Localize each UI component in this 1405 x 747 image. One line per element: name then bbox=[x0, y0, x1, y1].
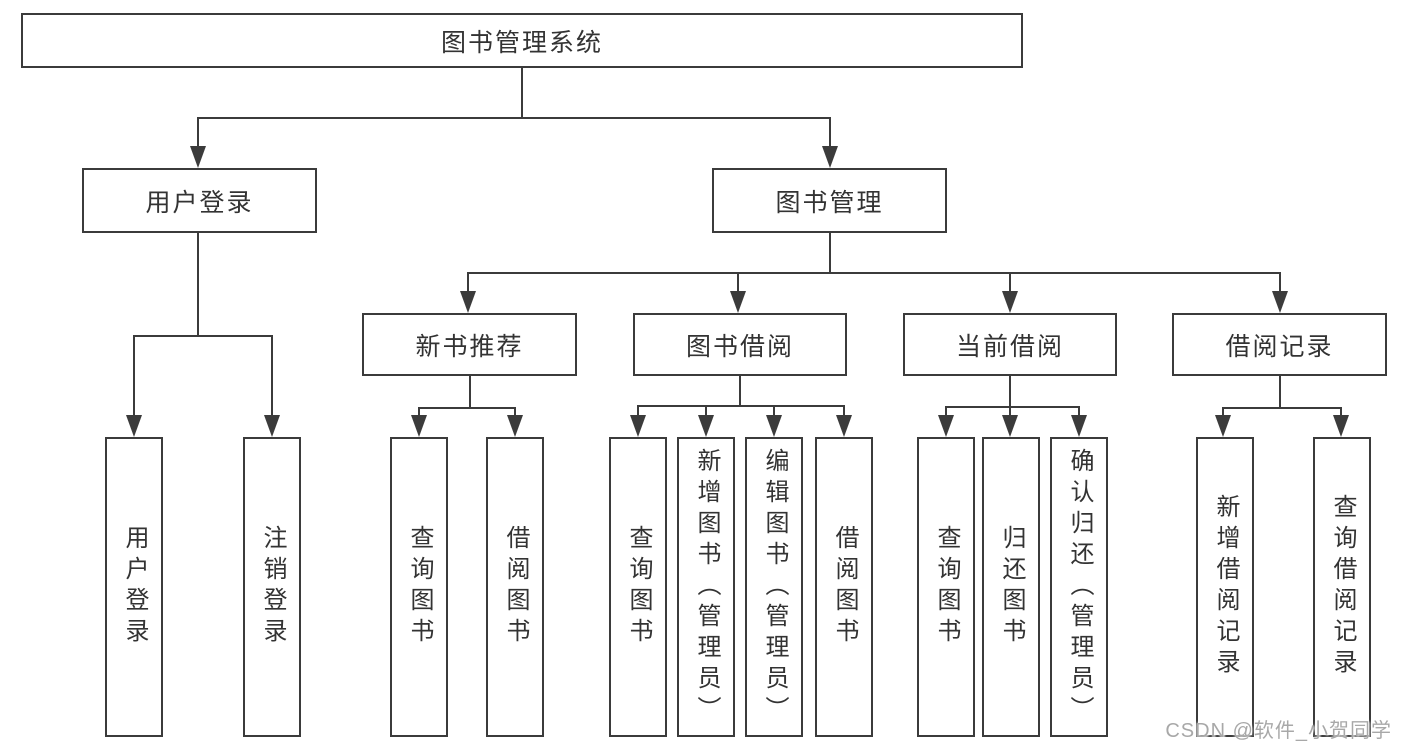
arrow-to-return-books bbox=[1002, 406, 1018, 437]
leaf-add-books-admin-label: 新增图书（管理员） bbox=[693, 447, 720, 727]
node-current-borrow: 当前借阅 bbox=[903, 313, 1117, 376]
leaf-logout: 注销登录 bbox=[243, 437, 301, 737]
node-book-borrow: 图书借阅 bbox=[633, 313, 847, 376]
arrow-to-rec-query-books bbox=[411, 407, 427, 437]
node-new-book-rec: 新书推荐 bbox=[362, 313, 577, 376]
connector-borrow-records-stem bbox=[1279, 376, 1281, 409]
connector-book-borrow-hline bbox=[637, 405, 845, 407]
leaf-borrow-query-books: 查询图书 bbox=[609, 437, 667, 737]
arrow-to-current-query-books bbox=[938, 406, 954, 437]
arrow-to-rec-borrow-books bbox=[507, 407, 523, 437]
node-borrow-records-label: 借阅记录 bbox=[1225, 332, 1334, 361]
arrow-to-current-borrow bbox=[1002, 272, 1018, 313]
leaf-rec-borrow-books: 借阅图书 bbox=[486, 437, 544, 737]
arrow-to-borrow-records bbox=[1272, 272, 1288, 313]
watermark: CSDN @软件_小贺同学 bbox=[1165, 720, 1392, 742]
node-current-borrow-label: 当前借阅 bbox=[955, 332, 1064, 361]
connector-user-login-stem bbox=[197, 233, 199, 337]
arrow-to-borrow-books bbox=[836, 405, 852, 437]
connector-user-login-hline bbox=[133, 335, 273, 337]
connector-root-hline bbox=[197, 117, 831, 119]
node-user-login-label: 用户登录 bbox=[145, 188, 254, 217]
node-new-book-rec-label: 新书推荐 bbox=[415, 332, 524, 361]
connector-borrow-records-hline bbox=[1222, 407, 1342, 409]
connector-current-borrow-stem bbox=[1009, 376, 1011, 408]
node-root: 图书管理系统 bbox=[21, 13, 1023, 68]
arrow-to-borrow-query-books bbox=[630, 405, 646, 437]
connector-book-borrow-stem bbox=[739, 376, 741, 407]
leaf-user-login: 用户登录 bbox=[105, 437, 163, 737]
leaf-rec-borrow-books-label: 借阅图书 bbox=[502, 525, 529, 649]
leaf-edit-books-admin: 编辑图书（管理员） bbox=[745, 437, 803, 737]
connector-current-borrow-hline bbox=[945, 406, 1080, 408]
connector-new-book-rec-hline bbox=[418, 407, 516, 409]
leaf-confirm-return-admin-label: 确认归还（管理员） bbox=[1066, 447, 1093, 727]
leaf-query-borrow-record: 查询借阅记录 bbox=[1313, 437, 1371, 737]
arrow-to-edit-books bbox=[766, 405, 782, 437]
arrow-to-leaf-logout bbox=[264, 335, 280, 437]
leaf-rec-query-books-label: 查询图书 bbox=[406, 525, 433, 649]
leaf-add-books-admin: 新增图书（管理员） bbox=[677, 437, 735, 737]
leaf-rec-query-books: 查询图书 bbox=[390, 437, 448, 737]
arrow-to-user-login bbox=[190, 117, 206, 168]
leaf-add-borrow-record-label: 新增借阅记录 bbox=[1212, 494, 1239, 680]
node-user-login: 用户登录 bbox=[82, 168, 317, 233]
leaf-add-borrow-record: 新增借阅记录 bbox=[1196, 437, 1254, 737]
arrow-to-leaf-user-login bbox=[126, 335, 142, 437]
leaf-current-query-books: 查询图书 bbox=[917, 437, 975, 737]
leaf-current-query-books-label: 查询图书 bbox=[933, 525, 960, 649]
leaf-return-books-label: 归还图书 bbox=[998, 525, 1025, 649]
node-book-management: 图书管理 bbox=[712, 168, 947, 233]
arrow-to-confirm-return bbox=[1071, 406, 1087, 437]
leaf-borrow-books-label: 借阅图书 bbox=[831, 525, 858, 649]
arrow-to-add-borrow-record bbox=[1215, 407, 1231, 437]
leaf-edit-books-admin-label: 编辑图书（管理员） bbox=[761, 447, 788, 727]
leaf-logout-label: 注销登录 bbox=[259, 525, 286, 649]
node-root-label: 图书管理系统 bbox=[440, 28, 603, 57]
arrow-to-book-borrow bbox=[730, 272, 746, 313]
leaf-borrow-books: 借阅图书 bbox=[815, 437, 873, 737]
leaf-return-books: 归还图书 bbox=[982, 437, 1040, 737]
connector-book-management-stem bbox=[829, 233, 831, 274]
node-borrow-records: 借阅记录 bbox=[1172, 313, 1387, 376]
connector-new-book-rec-stem bbox=[469, 376, 471, 409]
arrow-to-query-borrow-record bbox=[1333, 407, 1349, 437]
arrow-to-new-book-rec bbox=[460, 272, 476, 313]
node-book-management-label: 图书管理 bbox=[775, 188, 884, 217]
arrow-to-book-management bbox=[822, 117, 838, 168]
connector-book-management-hline bbox=[467, 272, 1281, 274]
leaf-user-login-label: 用户登录 bbox=[121, 525, 148, 649]
connector-root-stem bbox=[521, 68, 523, 119]
leaf-borrow-query-books-label: 查询图书 bbox=[625, 525, 652, 649]
leaf-confirm-return-admin: 确认归还（管理员） bbox=[1050, 437, 1108, 737]
leaf-query-borrow-record-label: 查询借阅记录 bbox=[1329, 494, 1356, 680]
arrow-to-add-books bbox=[698, 405, 714, 437]
node-book-borrow-label: 图书借阅 bbox=[685, 332, 794, 361]
